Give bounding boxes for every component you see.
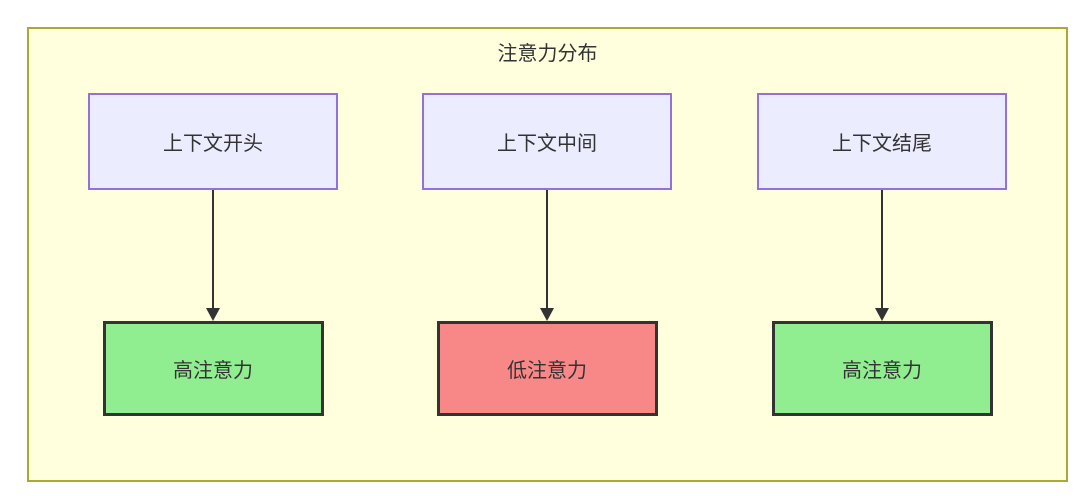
arrow-shaft [212, 190, 214, 308]
attention-distribution-container: 注意力分布 上下文开头 高注意力 上下文中间 低注意力 上下文结尾 [27, 27, 1068, 482]
arrow-shaft [881, 190, 883, 308]
arrow-head-down-icon [875, 308, 889, 321]
edge-arrow-3 [875, 190, 889, 321]
source-node-context-beginning: 上下文开头 [88, 93, 338, 190]
diagram-title: 注意力分布 [497, 43, 598, 65]
edge-arrow-2 [540, 190, 554, 321]
source-node-context-middle: 上下文中间 [422, 93, 672, 190]
edge-arrow-1 [206, 190, 220, 321]
target-node-low-attention: 低注意力 [436, 321, 658, 416]
arrow-shaft [546, 190, 548, 308]
target-node-high-attention-2: 高注意力 [771, 321, 993, 416]
target-node-high-attention-1: 高注意力 [102, 321, 324, 416]
flow-column-context-middle: 上下文中间 低注意力 [422, 93, 672, 416]
arrow-head-down-icon [206, 308, 220, 321]
source-node-context-end: 上下文结尾 [757, 93, 1007, 190]
flow-column-context-end: 上下文结尾 高注意力 [757, 93, 1007, 416]
arrow-head-down-icon [540, 308, 554, 321]
flow-column-context-beginning: 上下文开头 高注意力 [88, 93, 338, 416]
